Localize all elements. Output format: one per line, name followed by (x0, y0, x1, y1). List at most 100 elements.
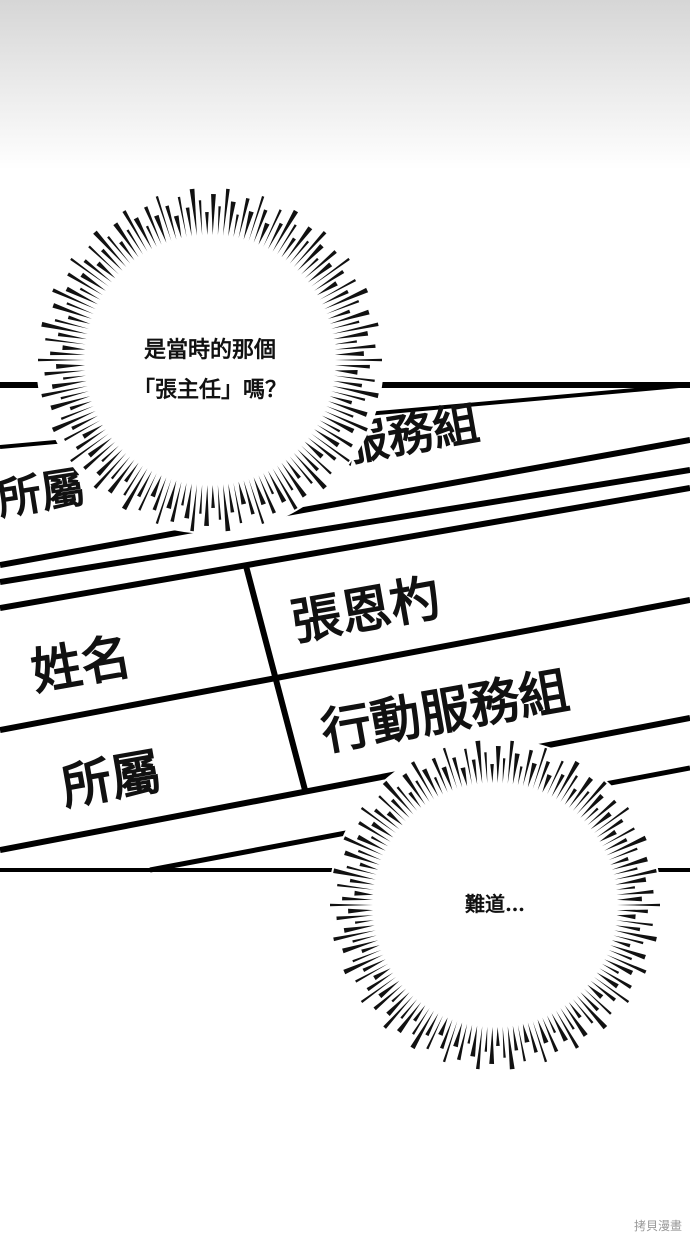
speed-line (248, 478, 265, 524)
speed-line (596, 818, 624, 838)
speed-line (556, 1010, 580, 1049)
back-table-line (0, 437, 690, 568)
bubble-1-line-1: 是當時的那個 (143, 337, 276, 363)
speed-line (378, 980, 400, 999)
speed-line (233, 482, 243, 524)
speed-line (542, 774, 552, 793)
speed-line (386, 992, 410, 1016)
speed-line (205, 212, 209, 236)
speed-line (54, 319, 89, 329)
bubble-2-line-1: 難道… (465, 892, 525, 916)
speed-line (512, 753, 520, 785)
speed-line (67, 315, 91, 324)
speed-line (267, 222, 283, 250)
speed-line (576, 781, 607, 815)
speed-line (41, 385, 88, 398)
speed-line (560, 1008, 575, 1030)
speed-line (412, 1008, 430, 1035)
speed-line (258, 475, 276, 514)
speed-line (336, 915, 374, 921)
speed-line (332, 322, 379, 335)
speed-line (123, 465, 144, 496)
speed-line (599, 829, 617, 842)
speed-line (396, 1002, 422, 1034)
speed-line (542, 1017, 559, 1053)
speed-line (62, 345, 86, 351)
speed-line (604, 959, 634, 976)
speed-line (113, 222, 139, 258)
speed-line (442, 747, 458, 789)
speed-line (316, 281, 338, 296)
speed-line (289, 240, 310, 264)
speed-line (410, 761, 434, 800)
speed-line (96, 261, 116, 279)
speed-line (44, 370, 86, 376)
speed-line (124, 462, 139, 483)
speed-line (386, 811, 403, 826)
speed-line (599, 968, 632, 989)
speed-line (360, 807, 397, 834)
speed-line (611, 856, 648, 870)
speed-line (211, 484, 215, 508)
speed-line (41, 321, 88, 335)
speed-line (319, 278, 357, 300)
bubble-1-line-2: 「張主任」嗎？ (132, 377, 287, 403)
speed-line (357, 849, 382, 861)
speed-line (324, 287, 369, 310)
speed-line (611, 940, 631, 948)
speed-line (337, 883, 374, 890)
speed-line (248, 196, 265, 242)
speed-line (82, 424, 104, 439)
speed-line (145, 225, 157, 247)
speed-line (527, 1022, 538, 1053)
speed-line (343, 836, 384, 856)
speed-line (87, 437, 113, 458)
speed-line (441, 766, 453, 791)
speed-line (121, 468, 148, 511)
speed-line (615, 925, 641, 932)
front-name-label: 姓名 (27, 626, 136, 701)
speed-line (267, 470, 287, 503)
speed-line (51, 410, 96, 433)
top-gradient (0, 0, 690, 170)
speed-line (334, 340, 357, 345)
speed-line (354, 920, 374, 924)
speed-line (329, 396, 353, 405)
speed-line (352, 935, 377, 943)
bubble-2-text: 難道… (420, 888, 570, 917)
speed-line (321, 415, 355, 434)
speed-line (65, 286, 99, 305)
speed-line (138, 473, 157, 511)
speed-line (601, 827, 635, 847)
speed-line (391, 988, 407, 1003)
speed-line (63, 375, 86, 380)
speed-line (502, 758, 506, 784)
speed-line (331, 320, 360, 329)
speed-line (507, 740, 515, 784)
speed-line (373, 984, 403, 1011)
speed-line (56, 364, 86, 369)
speed-line (83, 441, 116, 470)
speed-line (155, 478, 172, 524)
speed-line (165, 205, 177, 240)
speed-line (166, 480, 177, 509)
watermark: 拷貝漫畫 (633, 1219, 682, 1233)
speed-line (107, 235, 131, 264)
speed-line (400, 999, 418, 1020)
speed-line (307, 437, 337, 461)
speed-line (431, 757, 448, 793)
speed-line (328, 401, 368, 417)
speed-line (580, 992, 600, 1012)
speed-line (119, 241, 135, 261)
speed-line (495, 746, 501, 784)
speed-line (551, 773, 565, 797)
speed-line (177, 196, 187, 238)
speed-line (349, 878, 375, 885)
speed-line (410, 1010, 434, 1050)
speed-line (556, 760, 580, 800)
speed-line (133, 217, 153, 250)
speed-line (484, 1026, 488, 1052)
speed-line (572, 999, 594, 1024)
speed-line (324, 410, 368, 432)
